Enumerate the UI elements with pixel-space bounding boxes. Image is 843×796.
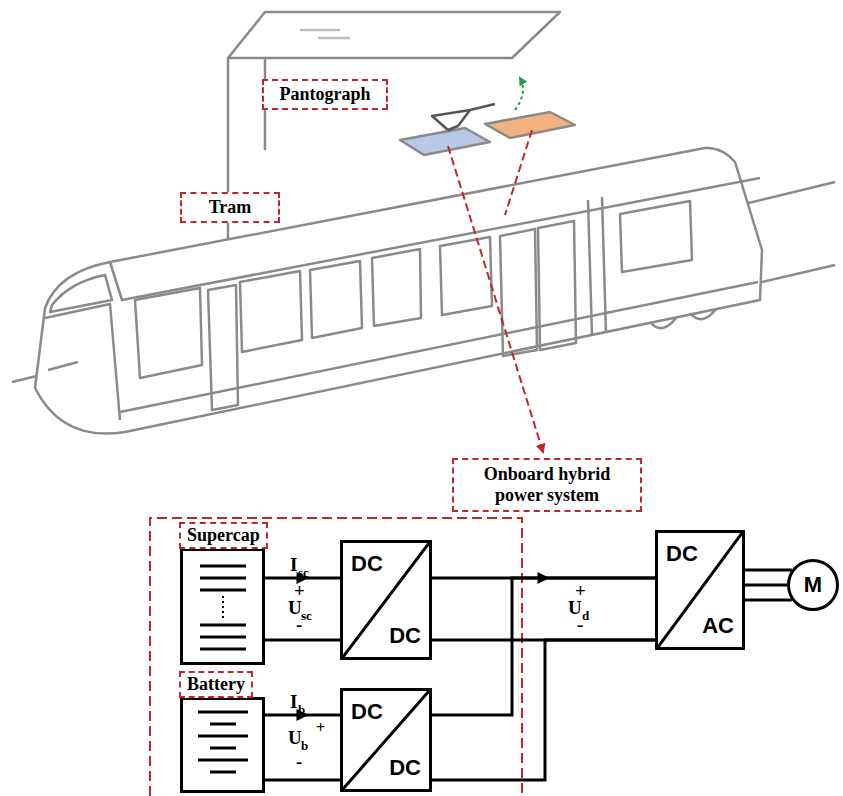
signal-label: I (290, 692, 297, 711)
callout-box: Tram (180, 192, 280, 223)
signal-label: sc (298, 566, 309, 579)
dcdc-converter: DC DC (340, 688, 432, 792)
signal-label: I (290, 555, 297, 574)
wire-connector (265, 572, 340, 640)
wire (265, 779, 340, 782)
dcdc-converter: DC DC (340, 540, 432, 660)
signal-label: - (577, 615, 583, 634)
signal-label: U (288, 728, 302, 747)
node-text: DC (389, 623, 421, 649)
wire-connector (745, 570, 792, 600)
node-text: DC (351, 699, 383, 725)
signal-label: - (296, 615, 302, 634)
battery-plates (198, 712, 248, 772)
node-text: Onboard hybrid power system (462, 464, 632, 505)
system-region (150, 518, 522, 796)
wire-connector (432, 578, 655, 780)
node-text: AC (702, 613, 734, 639)
wire (745, 584, 787, 587)
node-text: Pantograph (279, 84, 370, 105)
node-text: Tram (209, 197, 252, 218)
signal-label: b (298, 703, 305, 716)
component-heading: Battery (179, 671, 253, 698)
leader-line (448, 146, 543, 452)
component-heading: Supercap (179, 522, 268, 549)
node-text: DC (666, 541, 698, 567)
wire (432, 640, 655, 780)
tram-drawing (12, 12, 835, 434)
node-text: M (804, 572, 822, 598)
signal-label: - (296, 752, 302, 771)
battery-symbol: Battery (180, 697, 265, 793)
wire (745, 599, 792, 602)
callout-box: Onboard hybrid power system (452, 458, 642, 512)
signal-label: + (316, 720, 325, 736)
motor-symbol: M (787, 559, 839, 611)
node-text: DC (351, 551, 383, 577)
dcac-inverter: DC AC (655, 530, 745, 650)
wire (265, 639, 340, 642)
supercap-plates (200, 566, 246, 649)
signal-label: sc (301, 609, 312, 622)
wire (745, 569, 792, 572)
wire-connector (265, 709, 340, 780)
leader-line (505, 130, 532, 215)
node-text: DC (389, 755, 421, 781)
supercap-symbol: Supercap (180, 548, 265, 665)
signal-label: b (301, 739, 308, 752)
raise-arrow (515, 78, 523, 110)
callout-box: Pantograph (262, 79, 388, 110)
wire-connector (432, 572, 655, 640)
